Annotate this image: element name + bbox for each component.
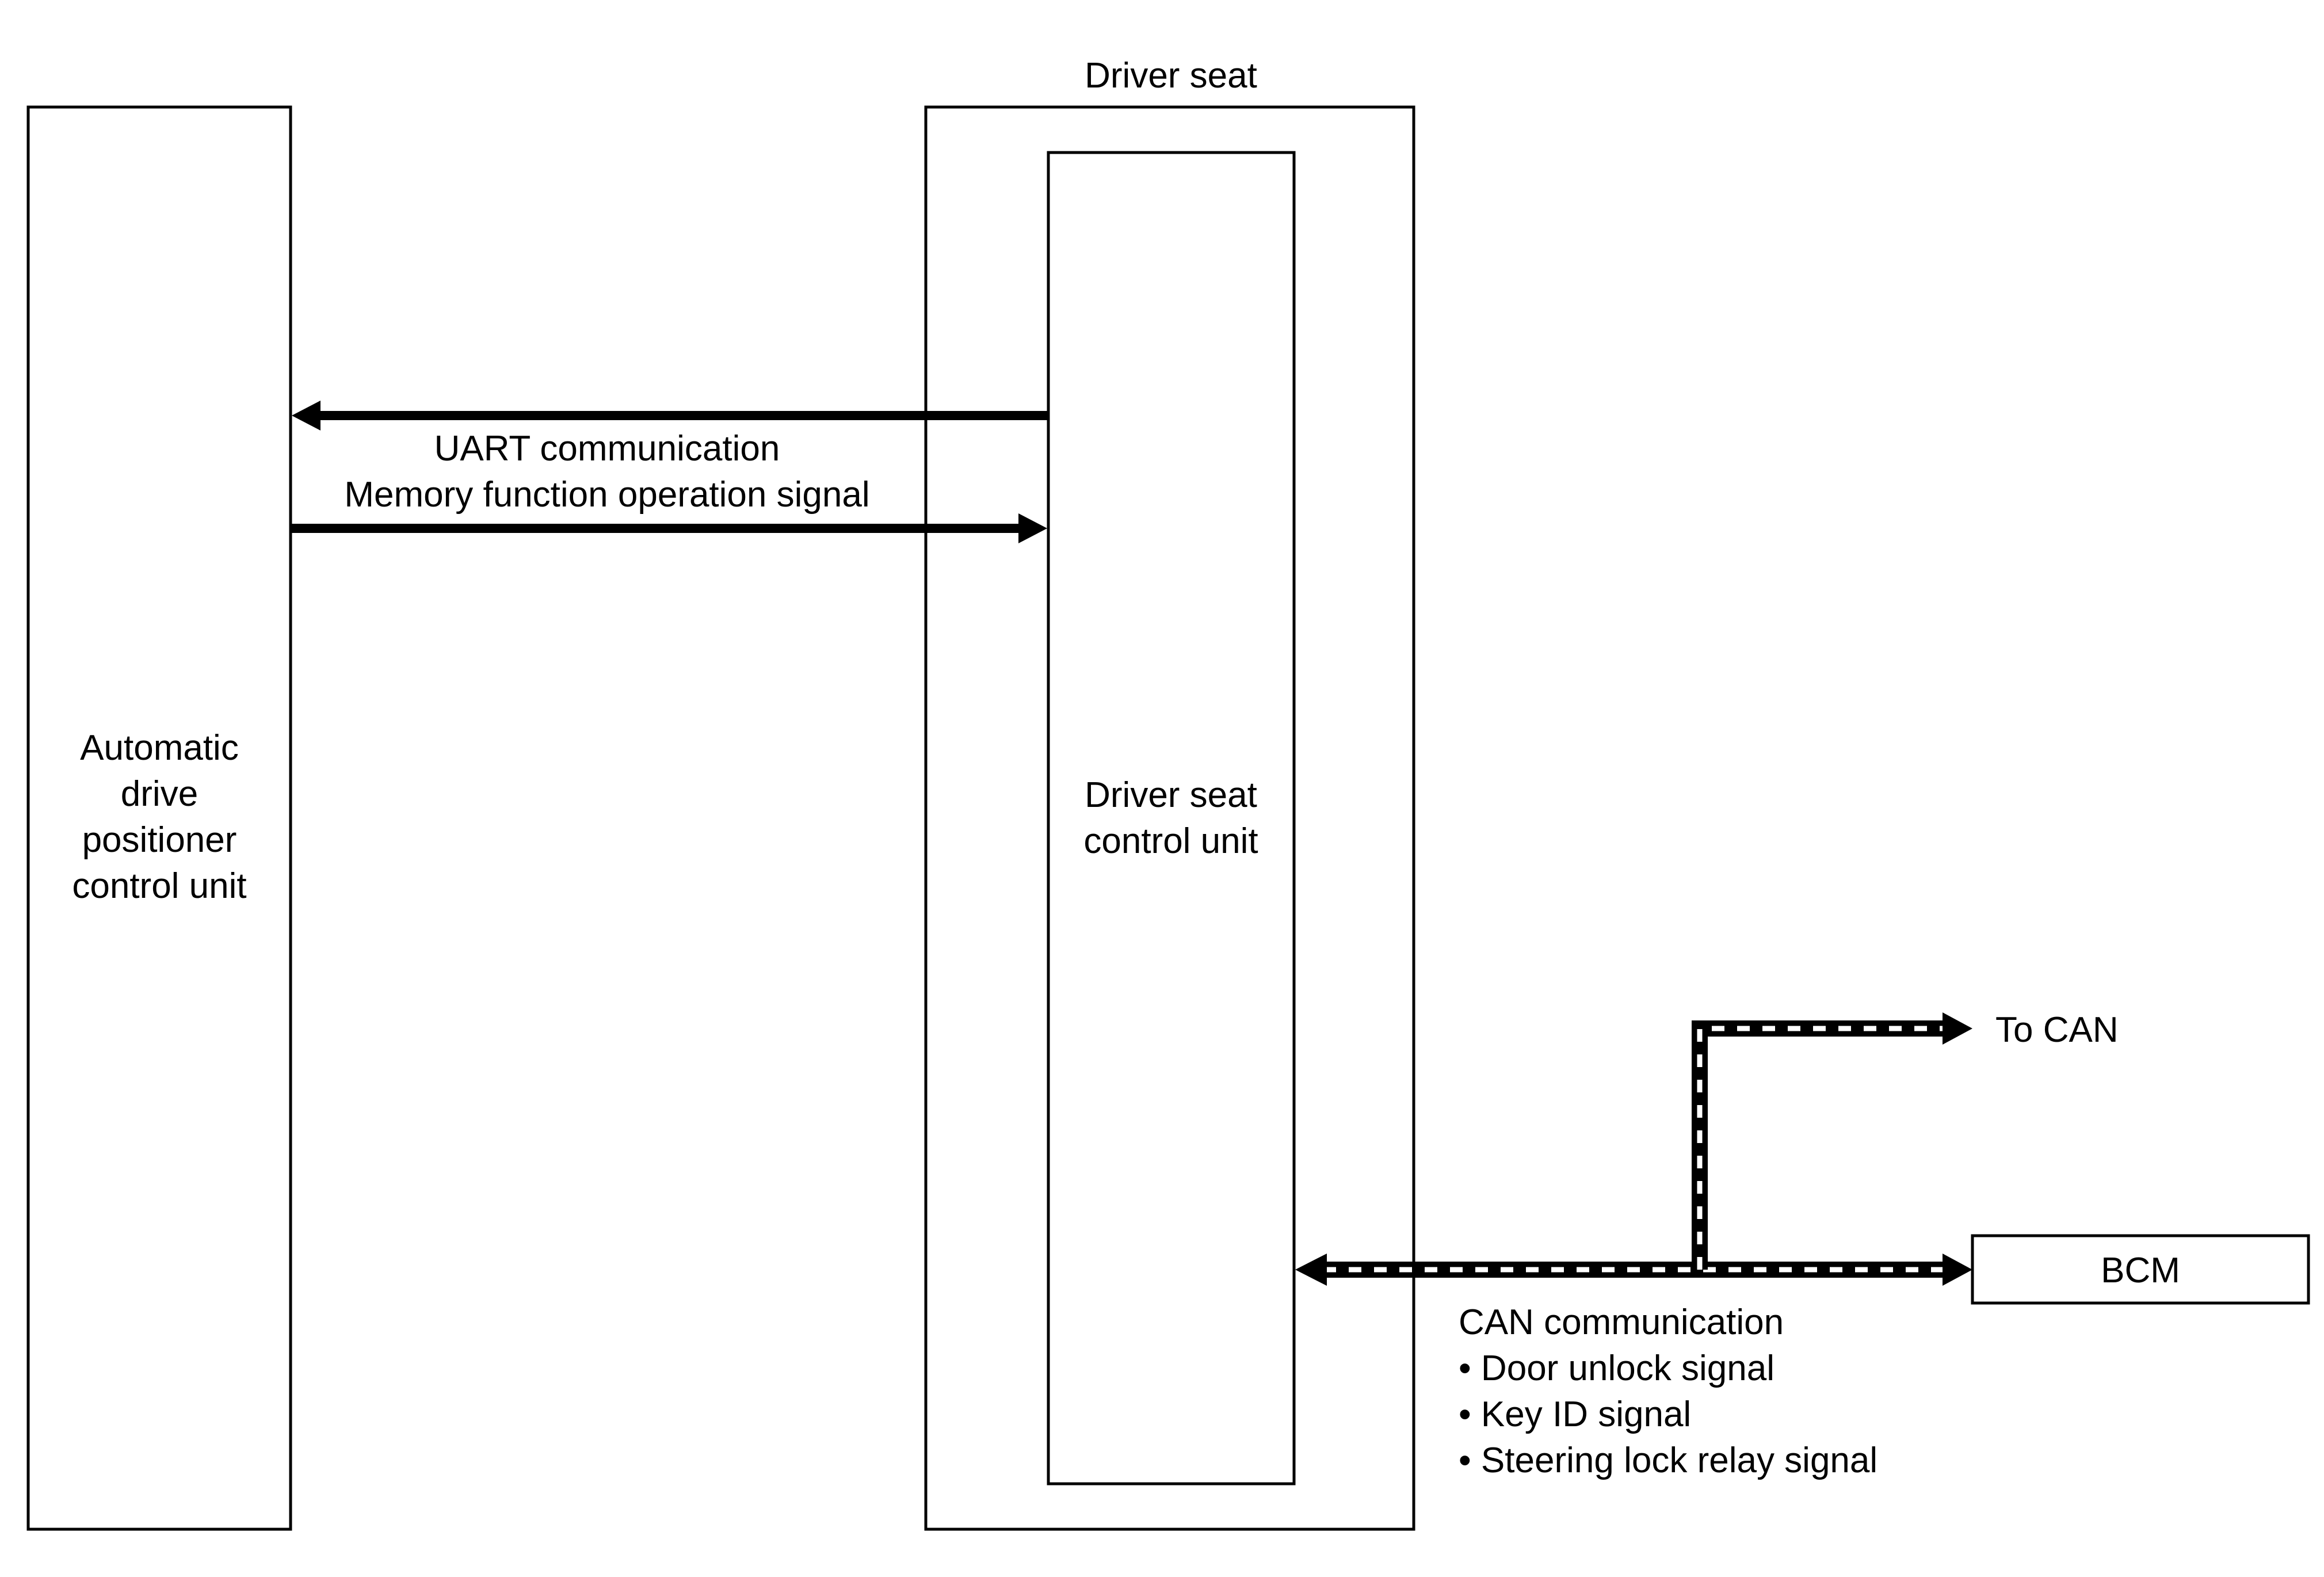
- uart-arrow-to-seat-unit: [291, 513, 1047, 543]
- can-title: CAN communication: [1459, 1302, 1784, 1342]
- to-can-label: To CAN: [1995, 1010, 2119, 1050]
- can-bus-line: [1295, 1254, 1972, 1286]
- adp-line-4: control unit: [72, 866, 246, 906]
- adp-control-unit-box: [26, 105, 292, 1531]
- can-item-steering-lock: • Steering lock relay signal: [1459, 1441, 1877, 1480]
- adp-line-3: positioner: [82, 820, 237, 860]
- driver-seat-box: [924, 105, 1415, 1531]
- seat-unit-line-1: Driver seat: [1085, 775, 1257, 815]
- uart-arrow-to-adp: [292, 401, 1048, 431]
- can-branch-line: [1692, 1012, 1972, 1270]
- seat-unit-line-2: control unit: [1083, 821, 1258, 861]
- can-item-door-unlock: • Door unlock signal: [1459, 1349, 1775, 1388]
- driver-seat-control-unit-box: [1047, 151, 1296, 1485]
- uart-label: UART communication: [434, 429, 780, 468]
- uart-signal-label: Memory function operation signal: [344, 475, 869, 515]
- adp-line-2: drive: [121, 774, 198, 814]
- driver-seat-label: Driver seat: [1085, 56, 1257, 96]
- can-item-key-id: • Key ID signal: [1459, 1395, 1691, 1434]
- bcm-label: BCM: [2101, 1251, 2180, 1290]
- adp-line-1: Automatic: [80, 728, 239, 768]
- bcm-box: [1971, 1234, 2310, 1305]
